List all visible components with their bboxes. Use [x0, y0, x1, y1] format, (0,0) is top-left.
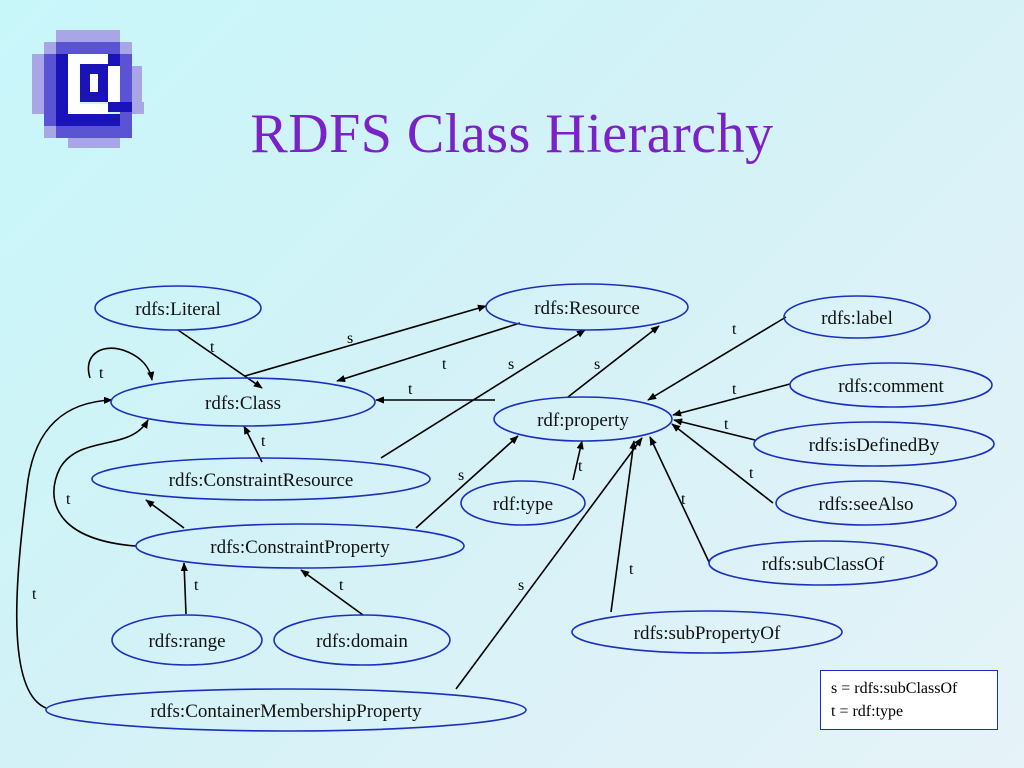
nodes: rdfs:Literal rdfs:Resource rdfs:label rd… [45, 283, 995, 732]
edge-resource-class [336, 322, 521, 382]
node-rdfs-seealso: rdfs:seeAlso [775, 480, 957, 526]
node-rdfs-subpropertyof: rdfs:subPropertyOf [571, 610, 843, 654]
node-label: rdf:property [537, 410, 629, 431]
node-label: rdfs:domain [316, 631, 408, 652]
edge-labels: t s t s s t t t t s t s t t t t t t t t … [32, 321, 754, 603]
logo-pixels [32, 30, 144, 148]
edge-property-resource [567, 325, 660, 398]
edge-label: t [681, 491, 686, 508]
node-label: rdfs:ContainerMembershipProperty [150, 701, 422, 722]
edge-label: s [508, 356, 514, 373]
node-rdfs-containermembershipproperty: rdfs:ContainerMembershipProperty [45, 688, 527, 732]
edge-label: s [458, 467, 464, 484]
node-label: rdfs:ConstraintResource [169, 470, 354, 491]
node-rdf-type: rdf:type [460, 480, 586, 526]
node-rdfs-class: rdfs:Class [110, 377, 376, 427]
node-rdf-property: rdf:property [493, 396, 673, 442]
edge-subpropertyof-property [610, 440, 637, 613]
edge-label: t [66, 491, 71, 508]
edge-seealso-property [671, 423, 774, 504]
node-label: rdfs:isDefinedBy [809, 435, 940, 456]
page-title: RDFS Class Hierarchy [250, 103, 774, 165]
node-rdfs-subclassof: rdfs:subClassOf [708, 540, 938, 586]
edge-label: t [724, 416, 729, 433]
node-label: rdfs:seeAlso [819, 494, 914, 515]
edge-label: t [194, 577, 199, 594]
node-label: rdfs:subPropertyOf [634, 623, 781, 644]
edge-constraintresource-class [243, 425, 263, 463]
edge-comment-property [672, 383, 791, 417]
node-label: rdfs:Literal [135, 299, 220, 320]
legend-subclassof-entry: s = rdfs:subClassOf [831, 680, 958, 697]
legend-box: s = rdfs:subClassOf t = rdf:type [820, 670, 998, 730]
edge-class-self [87, 347, 155, 381]
at-sign-logo-icon [22, 16, 158, 152]
edge-cmp-class [15, 396, 113, 709]
edge-label: t [210, 339, 215, 356]
node-rdfs-isdefinedby: rdfs:isDefinedBy [753, 421, 995, 467]
edge-class-resource [244, 304, 487, 377]
edge-label: t [629, 561, 634, 578]
edge-constraintproperty-property [415, 435, 519, 529]
edge-constraintresource-resource [380, 329, 586, 459]
node-label: rdfs:Resource [534, 298, 640, 319]
edge-cmp-property [455, 437, 643, 690]
edge-label: t [339, 577, 344, 594]
edge-label-property [647, 316, 787, 401]
node-rdfs-constraintresource: rdfs:ConstraintResource [91, 457, 431, 501]
edge-constraintproperty-class [53, 419, 149, 547]
edges [15, 304, 791, 709]
edge-label: t [442, 356, 447, 373]
edge-label: t [99, 365, 104, 382]
edge-label: s [347, 330, 353, 347]
node-rdfs-comment: rdfs:comment [789, 362, 993, 408]
edge-isdefinedby-property [673, 418, 756, 441]
node-label: rdfs:ConstraintProperty [210, 537, 390, 558]
node-label: rdf:type [493, 494, 553, 515]
edge-range-constraintproperty [180, 562, 188, 615]
edge-constraintproperty-constraintresource [145, 499, 185, 529]
node-label: rdfs:label [821, 308, 893, 329]
node-rdfs-literal: rdfs:Literal [94, 285, 262, 331]
edge-label: s [594, 356, 600, 373]
node-label: rdfs:subClassOf [762, 554, 885, 575]
node-label: rdfs:Class [205, 393, 281, 414]
edge-label: t [261, 433, 266, 450]
edge-label: t [749, 465, 754, 482]
edge-label: t [732, 381, 737, 398]
node-rdfs-resource: rdfs:Resource [485, 283, 689, 331]
edge-label: t [32, 586, 37, 603]
edge-label: s [518, 577, 524, 594]
edge-label: t [408, 381, 413, 398]
node-rdfs-constraintproperty: rdfs:ConstraintProperty [135, 523, 465, 569]
node-rdfs-domain: rdfs:domain [273, 614, 451, 666]
node-label: rdfs:range [148, 631, 225, 652]
legend-type-entry: t = rdf:type [831, 703, 904, 720]
node-label: rdfs:comment [838, 376, 944, 397]
edge-domain-constraintproperty [300, 569, 364, 616]
edge-label: t [732, 321, 737, 338]
edge-type-property [572, 440, 584, 481]
node-rdfs-range: rdfs:range [111, 614, 263, 666]
edge-subclassof-property [649, 436, 710, 563]
edge-label: t [578, 458, 583, 475]
node-rdfs-label: rdfs:label [783, 295, 931, 339]
